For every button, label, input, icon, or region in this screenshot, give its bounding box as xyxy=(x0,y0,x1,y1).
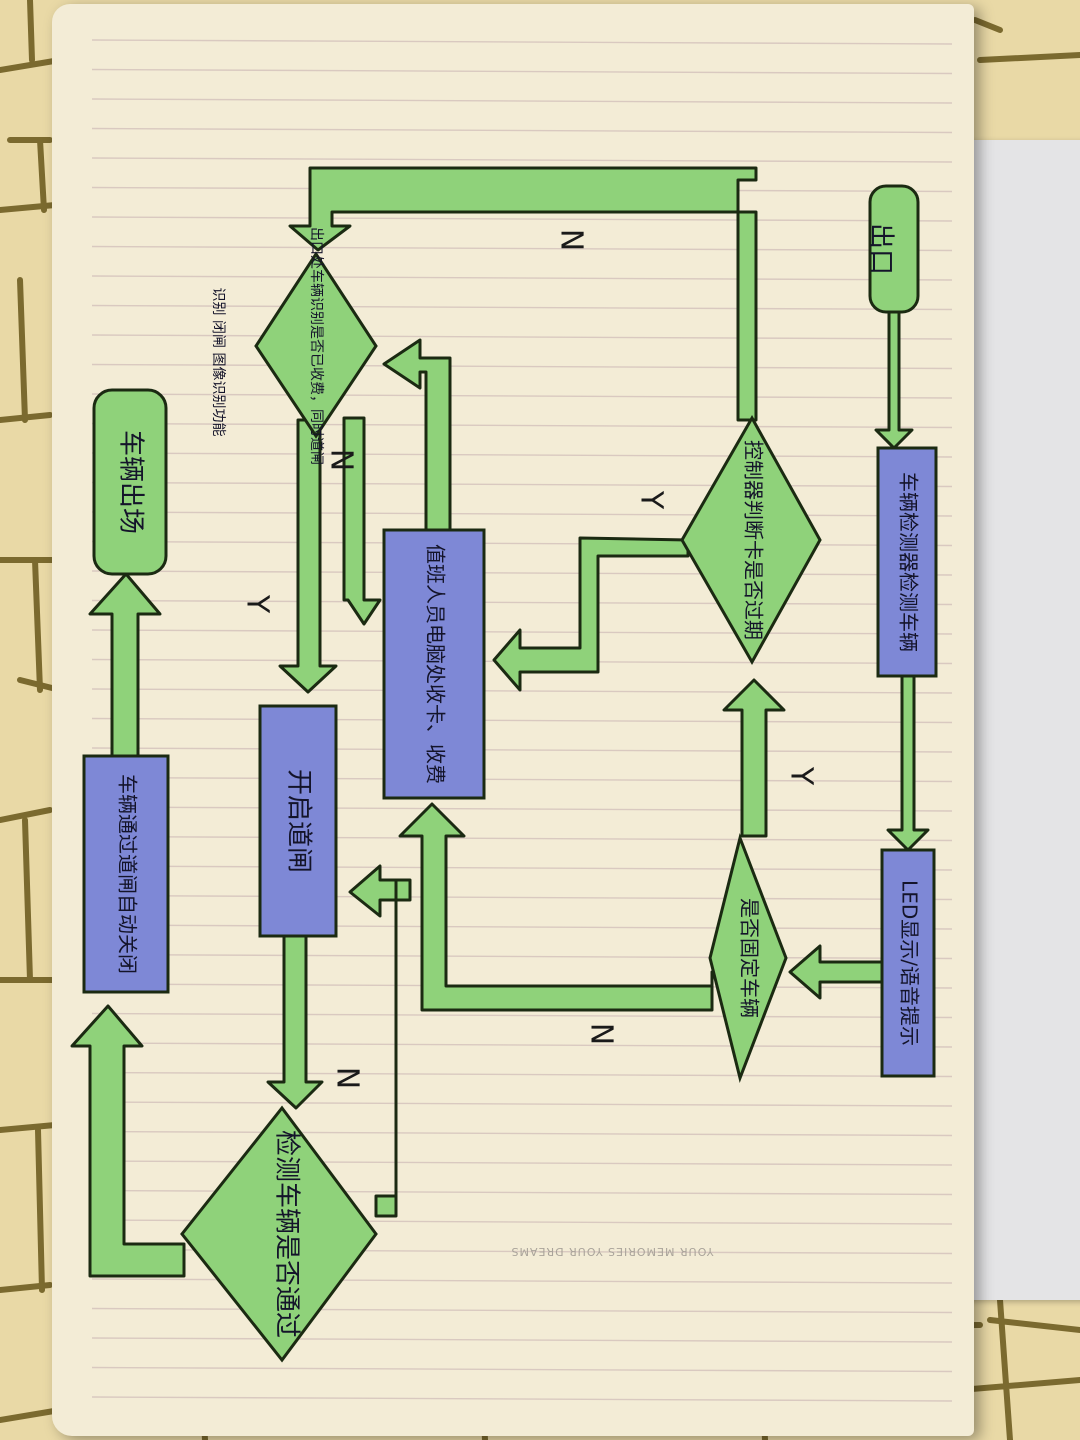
ruled-line xyxy=(91,452,953,458)
edge-label-timeout-staff-y: Y xyxy=(634,490,669,510)
node-timeout: 控制器判断卡是否过期 xyxy=(680,414,822,666)
edge-label-timeout-gate-n: N xyxy=(554,229,589,251)
ruled-line xyxy=(91,1071,953,1078)
node-open-label: 开启道闸 xyxy=(284,769,314,873)
node-detect: 车辆检测器检测车辆 xyxy=(876,446,938,678)
arrow-staff-to-gate xyxy=(382,338,452,532)
node-close-label: 车辆通过道闸自动关闭 xyxy=(116,774,140,974)
ruled-line xyxy=(91,1160,953,1166)
node-close: 车辆通过道闸自动关闭 xyxy=(82,754,170,994)
ruled-line xyxy=(91,1307,953,1314)
node-fixed: 是否固定车辆 xyxy=(708,833,788,1083)
node-passed: 检测车辆是否通过 xyxy=(180,1105,378,1363)
ruled-line xyxy=(91,1366,953,1373)
arrow-close-to-leave xyxy=(88,572,162,758)
node-open: 开启道闸 xyxy=(258,704,338,938)
edge-label-fixed-timeout-y: Y xyxy=(784,766,819,786)
node-fixed-label: 是否固定车辆 xyxy=(738,898,762,1018)
ruled-line xyxy=(91,245,953,252)
arrow-gate-to-open xyxy=(278,418,338,694)
ruled-line xyxy=(91,894,953,901)
ruled-line xyxy=(91,1101,953,1107)
ruled-line xyxy=(91,511,953,517)
arrow-fixed-to-staff xyxy=(398,802,714,1012)
ruled-line xyxy=(91,1130,953,1137)
arrow-open-to-passed xyxy=(266,934,324,1110)
ruled-line xyxy=(91,275,953,281)
ruled-line xyxy=(91,1337,953,1343)
ruled-line xyxy=(91,39,953,45)
ruled-line xyxy=(91,363,953,370)
ruled-line xyxy=(91,157,953,163)
ruled-line xyxy=(91,747,953,753)
ruled-line xyxy=(91,1396,953,1402)
ruled-line xyxy=(91,422,953,429)
notebook-page: YOUR MEMORIES YOUR DREAMS xyxy=(52,4,974,1436)
arrow-timeout-to-gate xyxy=(288,166,758,422)
ruled-line xyxy=(91,835,953,842)
node-gate-note: 识别 闭闸 图像识别功能 xyxy=(210,288,226,437)
ruled-line xyxy=(91,1042,953,1048)
next-notebook-page xyxy=(960,140,1080,1300)
node-led-label: LED显示/语音提示 xyxy=(898,880,922,1046)
edge-label-gate-staff-n: N xyxy=(324,449,359,471)
ruled-line xyxy=(91,629,953,635)
ruled-line xyxy=(91,98,953,104)
edge-label-fixed-staff-n: N xyxy=(584,1023,619,1045)
arrow-detect-to-led xyxy=(886,674,930,852)
ruled-line xyxy=(91,806,953,812)
arrow-exit-to-detect xyxy=(874,310,914,450)
ruled-line xyxy=(91,570,953,576)
node-exit: 出口 xyxy=(866,184,920,314)
node-staff: 值班人员电脑处收卡、收费 xyxy=(382,528,486,800)
node-timeout-label: 控制器判断卡是否过期 xyxy=(742,440,766,640)
ruled-line xyxy=(91,127,953,134)
ruled-line xyxy=(91,216,953,222)
node-staff-label: 值班人员电脑处收卡、收费 xyxy=(424,544,448,784)
edge-label-passed-open-n: N xyxy=(330,1067,365,1089)
arrow-timeout-to-staff xyxy=(492,536,690,692)
node-led: LED显示/语音提示 xyxy=(880,848,936,1078)
ruled-line xyxy=(91,481,953,488)
node-gate-check-label: 出口处车辆识别是否已收费，同时道闸 xyxy=(308,227,325,465)
arrow-passed-to-close xyxy=(70,1004,186,1278)
ruled-line xyxy=(91,393,953,399)
node-gate-check: 出口处车辆识别是否已收费，同时道闸 xyxy=(254,227,378,465)
node-leave: 车辆出场 xyxy=(92,388,168,576)
ruled-line xyxy=(91,924,953,930)
ruled-line xyxy=(91,688,953,694)
node-passed-label: 检测车辆是否通过 xyxy=(272,1130,302,1338)
arrow-passed-to-open xyxy=(348,864,412,1218)
ruled-line xyxy=(91,776,953,783)
ruled-line xyxy=(91,68,953,75)
ruled-line xyxy=(91,865,953,871)
node-leave-label: 车辆出场 xyxy=(116,430,146,534)
ruled-line xyxy=(91,1012,953,1019)
ruled-line xyxy=(91,599,953,606)
arrow-led-to-fixed xyxy=(788,944,886,1000)
node-detect-label: 车辆检测器检测车辆 xyxy=(897,472,921,652)
node-exit-label: 出口 xyxy=(866,223,896,275)
ruled-line xyxy=(91,334,953,340)
ruled-line xyxy=(91,304,953,311)
arrow-gate-to-staff xyxy=(342,416,382,626)
edge-label-gate-open-y: Y xyxy=(240,594,275,614)
arrow-fixed-to-timeout xyxy=(722,678,786,838)
ruled-line xyxy=(91,717,953,724)
